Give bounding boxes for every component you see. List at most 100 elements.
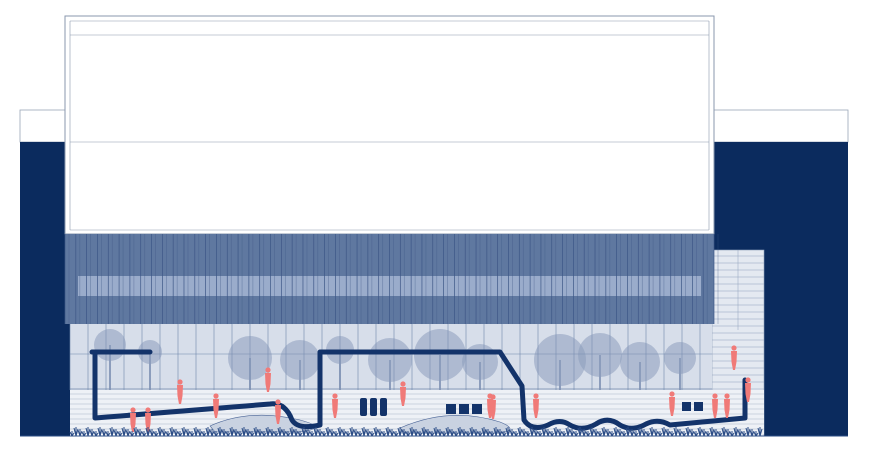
grass-icon <box>629 429 635 437</box>
grass-icon <box>461 429 467 437</box>
person-figure-icon <box>533 393 539 418</box>
bench-icon <box>682 402 691 411</box>
grass-icon <box>185 429 191 437</box>
fin-facade <box>64 234 719 324</box>
person-figure-icon <box>275 399 281 424</box>
grass-icon <box>545 429 551 437</box>
ground-grass <box>69 427 763 437</box>
grass-icon <box>173 429 179 437</box>
tree-icon <box>534 334 586 390</box>
person-figure-icon <box>490 394 496 419</box>
grass-icon <box>593 429 599 437</box>
grass-icon <box>497 429 503 437</box>
grass-icon <box>605 429 611 437</box>
person-figure-icon <box>265 367 271 392</box>
grass-icon <box>113 429 119 437</box>
right-roof-cap <box>711 109 849 143</box>
bench-icon <box>472 404 482 414</box>
upper-volume <box>64 15 715 235</box>
tree-icon <box>228 336 272 390</box>
grass-icon <box>665 429 671 437</box>
grass-icon <box>269 429 275 437</box>
grass-icon <box>713 429 719 437</box>
grass-icon <box>725 429 731 437</box>
grass-icon <box>521 429 527 437</box>
grass-icon <box>473 429 479 437</box>
person-figure-icon <box>745 377 751 402</box>
bench-icon <box>446 404 456 414</box>
grass-icon <box>353 429 359 437</box>
grass-icon <box>425 429 431 437</box>
person-figure-icon <box>712 393 718 418</box>
grass-icon <box>329 429 335 437</box>
grass-icon <box>161 429 167 437</box>
grass-icon <box>125 429 131 437</box>
grass-icon <box>413 429 419 437</box>
person-figure-icon <box>332 393 338 418</box>
grass-icon <box>653 429 659 437</box>
grass-icon <box>149 429 155 437</box>
people-figures <box>130 345 751 432</box>
person-figure-icon <box>130 407 136 432</box>
grass-icon <box>221 429 227 437</box>
person-figure-icon <box>400 381 406 406</box>
grass-icon <box>245 429 251 437</box>
person-figure-icon <box>145 407 151 432</box>
grass-icon <box>701 429 707 437</box>
grass-icon <box>689 429 695 437</box>
tree-icon <box>414 329 466 390</box>
grass-icon <box>281 429 287 437</box>
grass-icon <box>89 429 95 437</box>
grass-icon <box>233 429 239 437</box>
grass-icon <box>509 429 515 437</box>
bench-icon <box>694 402 703 411</box>
tree-icon <box>664 342 696 390</box>
grass-icon <box>757 427 763 437</box>
tree-icon <box>280 340 320 390</box>
grass-icon <box>749 429 755 437</box>
grass-icon <box>437 429 443 437</box>
tree-icon <box>620 342 660 390</box>
grass-icon <box>197 429 203 437</box>
tree-icon <box>578 333 622 390</box>
grass-icon <box>449 429 455 437</box>
bollard-icon <box>360 398 367 416</box>
person-figure-icon <box>213 393 219 418</box>
grass-icon <box>101 429 107 437</box>
bollards <box>360 398 703 416</box>
grass-icon <box>677 429 683 437</box>
bollard-icon <box>380 398 387 416</box>
grass-icon <box>533 429 539 437</box>
left-navy-wing <box>20 142 70 436</box>
bench-icon <box>459 404 469 414</box>
grass-icon <box>365 429 371 437</box>
grass-icon <box>485 429 491 437</box>
grass-icon <box>641 429 647 437</box>
bench-pipe <box>89 349 748 431</box>
tree-icon <box>368 338 412 390</box>
grass-icon <box>737 429 743 437</box>
grass-icon <box>569 429 575 437</box>
glazed-ground-floor <box>69 324 712 390</box>
grass-icon <box>137 429 143 437</box>
grass-icon <box>389 429 395 437</box>
grass-icon <box>557 429 563 437</box>
grass-icon <box>209 429 215 437</box>
grass-icon <box>257 429 263 437</box>
person-figure-icon <box>669 391 675 416</box>
person-figure-icon <box>731 345 737 370</box>
person-figure-icon <box>177 379 183 404</box>
landscape-mounds <box>209 414 511 434</box>
grass-icon <box>341 429 347 437</box>
grass-icon <box>401 429 407 437</box>
grass-icon <box>581 429 587 437</box>
bollard-icon <box>370 398 377 416</box>
left-roof-cap <box>19 109 71 143</box>
grass-icon <box>377 429 383 437</box>
grass-icon <box>293 429 299 437</box>
grass-icon <box>77 429 83 437</box>
grass-icon <box>617 429 623 437</box>
grass-icon <box>317 429 323 437</box>
person-figure-icon <box>724 393 730 418</box>
